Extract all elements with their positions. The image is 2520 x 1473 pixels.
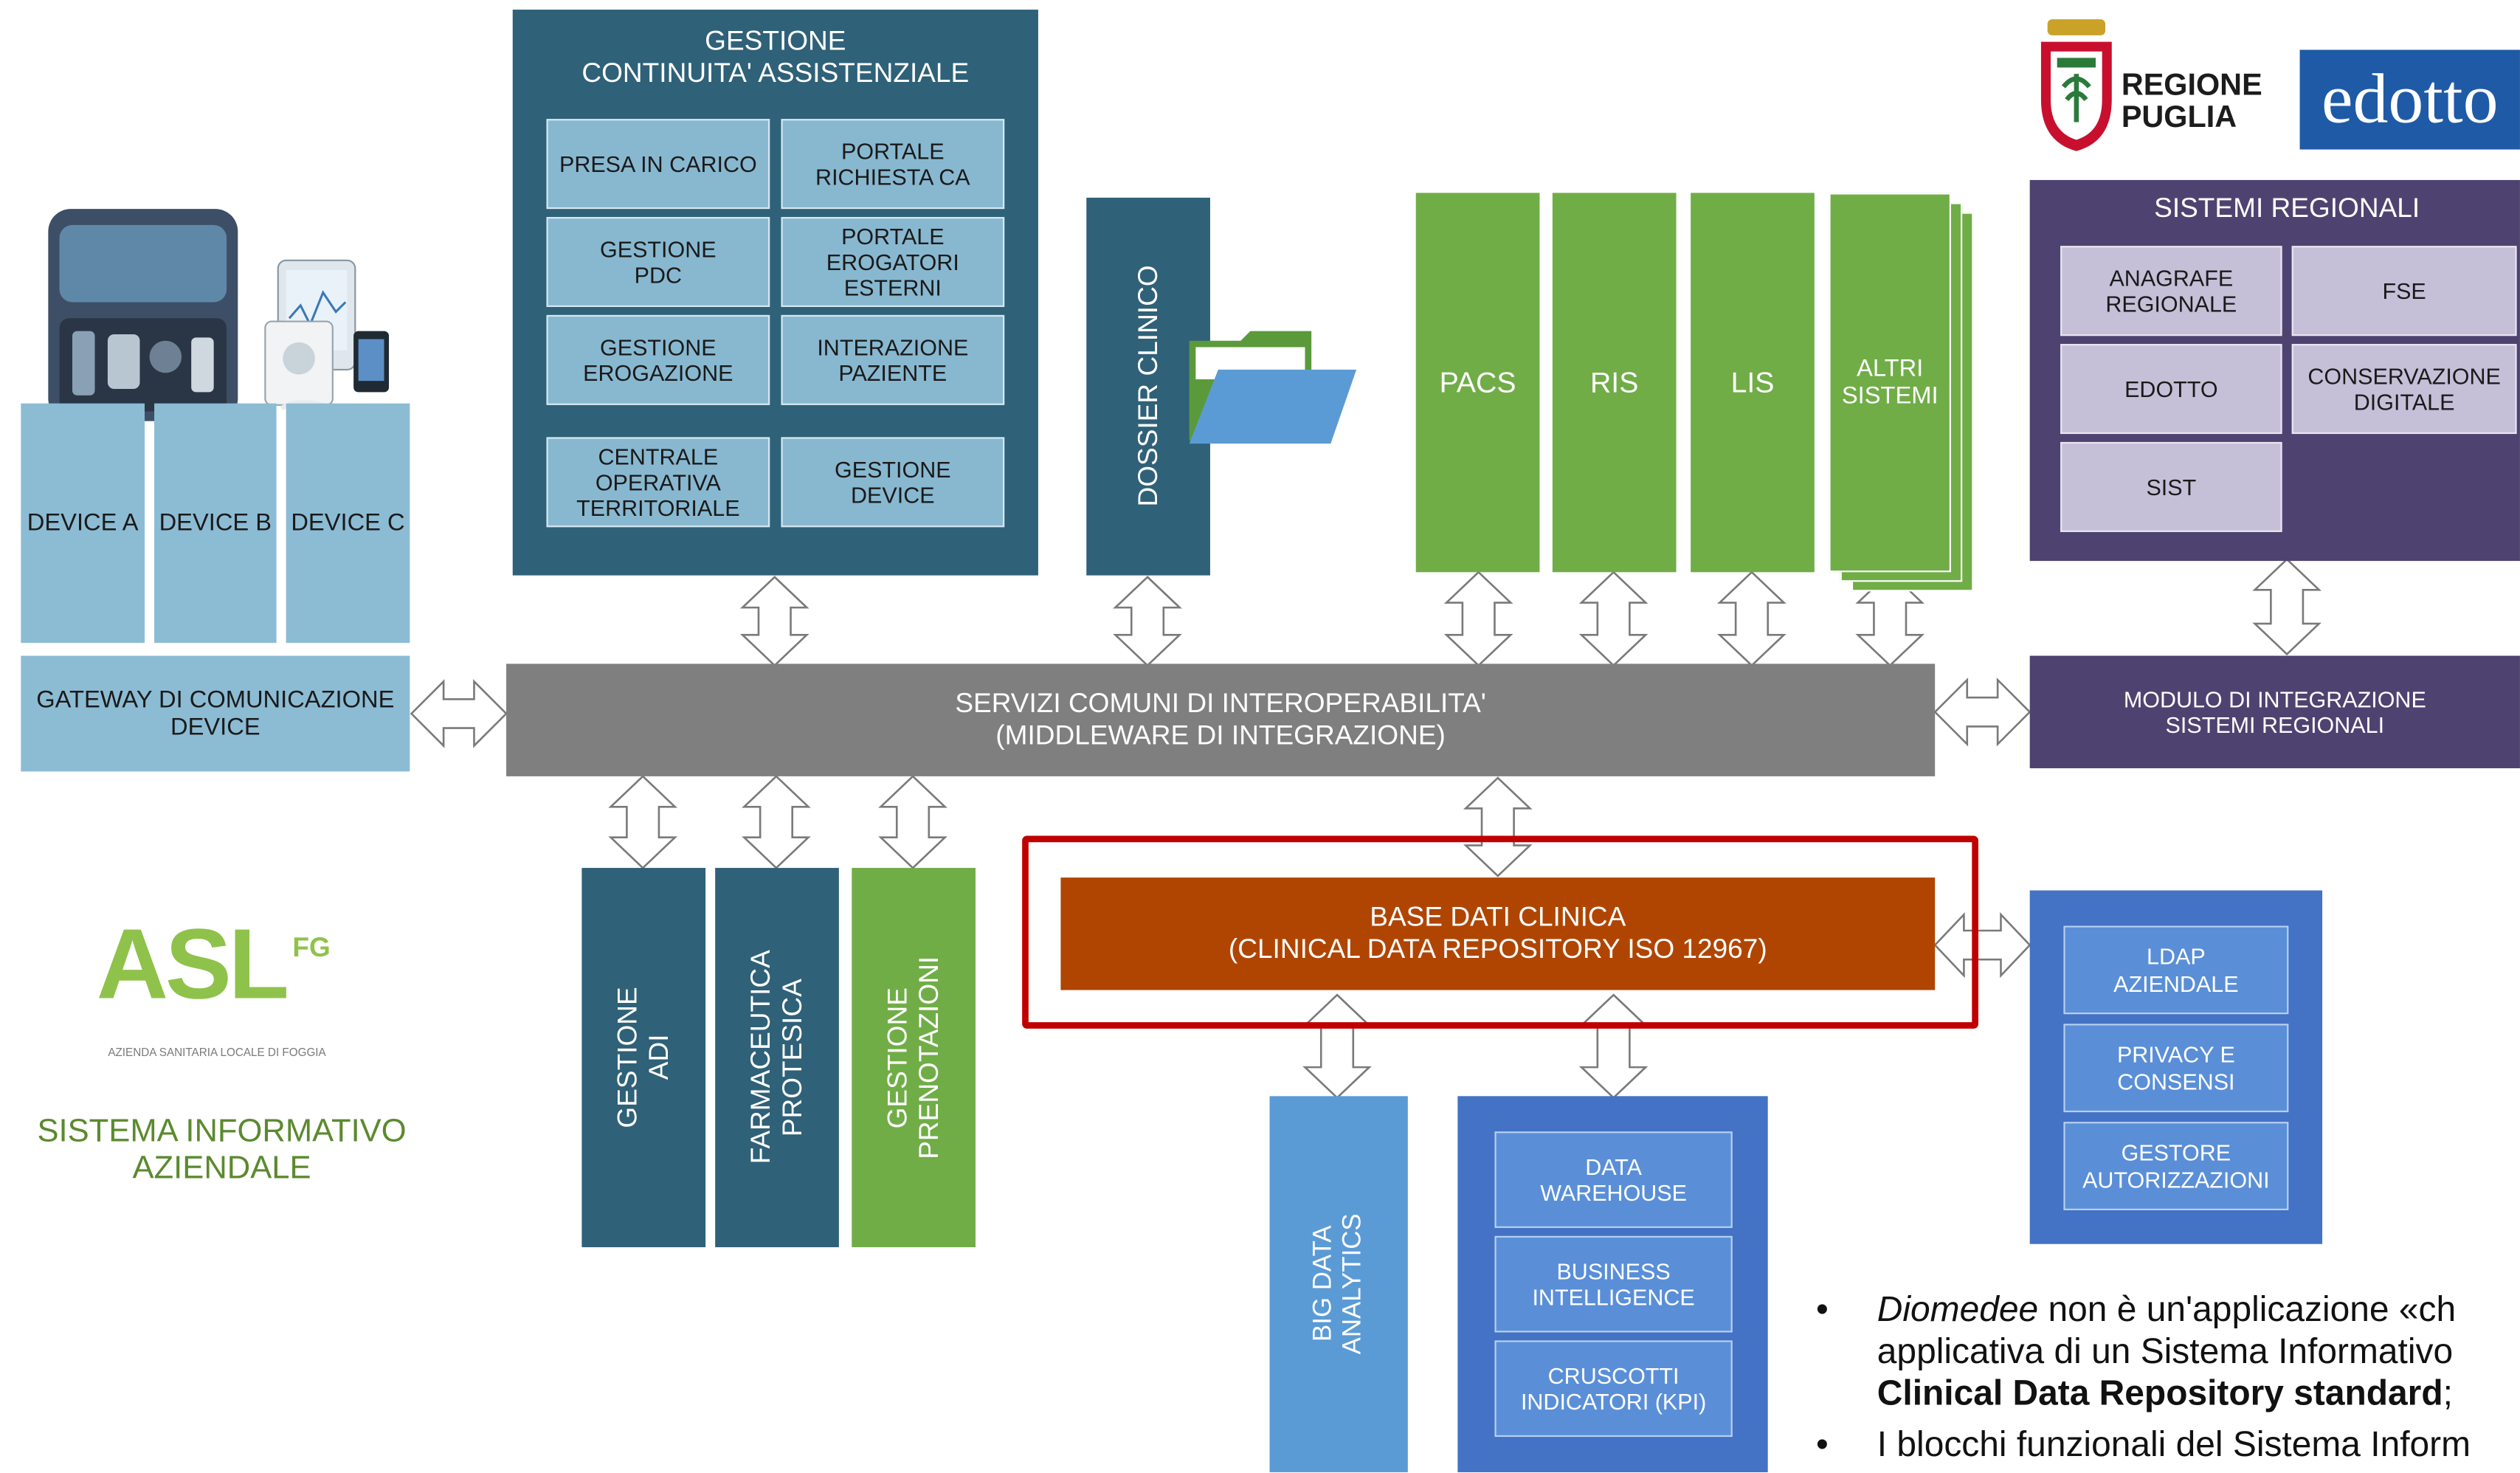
bullet-dot: • xyxy=(1816,1289,1829,1330)
continuita-item-portale-erogatori: PORTALE EROGATORI ESTERNI xyxy=(781,217,1005,307)
arrow-gateway-middleware xyxy=(410,679,508,748)
analytics-item-cruscotti: CRUSCOTTI INDICATORI (KPI) xyxy=(1494,1340,1733,1438)
continuita-item-centrale-operativa: CENTRALE OPERATIVA TERRITORIALE xyxy=(546,437,770,528)
device-a-box: DEVICE A xyxy=(21,403,145,644)
gestione-adi-box: GESTIONE ADI xyxy=(581,868,706,1248)
farmaceutica-protesica-label: FARMACEUTICA PROTESICA xyxy=(745,951,808,1165)
arrow-middleware-cdr xyxy=(1463,776,1533,877)
lis-box: LIS xyxy=(1691,193,1815,573)
continuita-title: GESTIONE CONTINUITA' ASSISTENZIALE xyxy=(581,26,970,89)
asl-fg-superscript: FG xyxy=(292,932,331,963)
edotto-logo: edotto xyxy=(2299,49,2520,150)
continuita-item-portale-richiesta: PORTALE RICHIESTA CA xyxy=(781,119,1005,210)
sistemi-regionali-title: SISTEMI REGIONALI xyxy=(2154,193,2420,224)
bullet-1-line2: applicativa di un Sistema Informativo xyxy=(1877,1331,2454,1371)
arrow-continuita-middleware xyxy=(739,576,809,667)
continuita-panel: GESTIONE CONTINUITA' ASSISTENZIALE PRESA… xyxy=(512,10,1038,576)
regione-puglia-crest-icon xyxy=(2040,19,2112,151)
bullet-1-tail: ; xyxy=(2443,1372,2453,1413)
ris-label: RIS xyxy=(1589,365,1639,399)
device-b-label: DEVICE B xyxy=(159,509,272,537)
continuita-item-presa-in-carico: PRESA IN CARICO xyxy=(546,119,770,210)
bullet-2-text: I blocchi funzionali del Sistema Inform xyxy=(1877,1424,2471,1465)
regionali-item-edotto: EDOTTO xyxy=(2060,344,2282,435)
security-item-ldap: LDAP AZIENDALE xyxy=(2063,925,2289,1015)
continuita-item-gestione-device: GESTIONE DEVICE xyxy=(781,437,1005,528)
arrow-dossier-middleware xyxy=(1113,576,1182,667)
regionali-item-sist: SIST xyxy=(2060,441,2282,532)
bullet-list: • Diomedee non è un'applicazione «ch app… xyxy=(1816,1289,2520,1472)
regione-puglia-wordmark: REGIONE PUGLIA xyxy=(2121,69,2262,135)
device-c-box: DEVICE C xyxy=(286,403,410,644)
middleware-bar: SERVIZI COMUNI DI INTEROPERABILITA' (MID… xyxy=(506,663,1936,776)
pacs-box: PACS xyxy=(1415,193,1540,573)
gestione-adi-label: GESTIONE ADI xyxy=(612,987,674,1128)
arrow-middleware-adi xyxy=(608,775,677,869)
bullet-dot: • xyxy=(1816,1424,1829,1465)
security-panel: LDAP AZIENDALE PRIVACY E CONSENSI GESTOR… xyxy=(2029,890,2323,1244)
device-c-label: DEVICE C xyxy=(291,509,405,537)
altri-sistemi-label: ALTRI SISTEMI xyxy=(1841,354,1939,410)
arrow-lis-middleware xyxy=(1717,570,1787,667)
arrow-pacs-middleware xyxy=(1443,570,1513,667)
bullet-1-rest: non è un'applicazione «ch xyxy=(2038,1289,2457,1330)
altri-sistemi-box: ALTRI SISTEMI xyxy=(1829,193,1951,573)
bullet-1-bold: Clinical Data Repository standard xyxy=(1877,1372,2443,1413)
asl-fg-logo: ASL FG xyxy=(96,909,353,1044)
arrow-ris-middleware xyxy=(1578,570,1649,667)
regionali-item-fse: FSE xyxy=(2291,246,2517,337)
continuita-item-gestione-pdc: GESTIONE PDC xyxy=(546,217,770,307)
continuita-item-interazione-paziente: INTERAZIONE PAZIENTE xyxy=(781,314,1005,405)
device-a-label: DEVICE A xyxy=(27,509,139,537)
sistemi-regionali-panel: SISTEMI REGIONALI ANAGRAFE REGIONALE FSE… xyxy=(2029,179,2520,562)
bullet-item-1: • Diomedee non è un'applicazione «ch app… xyxy=(1816,1289,2520,1415)
analytics-item-business-intelligence: BUSINESS INTELLIGENCE xyxy=(1494,1235,1733,1333)
asl-caption: AZIENDA SANITARIA LOCALE DI FOGGIA xyxy=(108,1047,326,1060)
arrow-middleware-module xyxy=(1933,677,2031,747)
bullet-1-italic: Diomedee xyxy=(1877,1289,2039,1330)
security-item-privacy: PRIVACY E CONSENSI xyxy=(2063,1024,2289,1113)
security-item-gestore: GESTORE AUTORIZZAZIONI xyxy=(2063,1122,2289,1210)
analytics-panel: DATA WAREHOUSE BUSINESS INTELLIGENCE CRU… xyxy=(1457,1096,1768,1472)
gateway-box: GATEWAY DI COMUNICAZIONE DEVICE xyxy=(21,655,410,772)
pacs-label: PACS xyxy=(1439,365,1516,399)
gestione-prenotazioni-box: GESTIONE PRENOTAZIONI xyxy=(852,868,976,1248)
continuita-item-gestione-erogazione: GESTIONE EROGAZIONE xyxy=(546,314,770,405)
modulo-integrazione-label: MODULO DI INTEGRAZIONE SISTEMI REGIONALI xyxy=(2123,686,2426,738)
cdr-highlight-outline xyxy=(1022,835,1978,1029)
ris-box: RIS xyxy=(1552,193,1677,573)
bullet-item-2: • I blocchi funzionali del Sistema Infor… xyxy=(1816,1424,2520,1466)
lis-label: LIS xyxy=(1730,365,1775,399)
analytics-item-data-warehouse: DATA WAREHOUSE xyxy=(1494,1131,1733,1228)
middleware-label: SERVIZI COMUNI DI INTEROPERABILITA' (MID… xyxy=(955,689,1486,751)
arrow-regionali-module xyxy=(2252,558,2321,656)
gateway-label: GATEWAY DI COMUNICAZIONE DEVICE xyxy=(36,686,395,742)
big-data-analytics-box: BIG DATA ANALYTICS xyxy=(1269,1096,1408,1472)
folder-icon xyxy=(1189,331,1357,444)
arrow-middleware-farmaceutica xyxy=(742,775,811,869)
sistema-informativo-label: SISTEMA INFORMATIVO AZIENDALE xyxy=(37,1114,407,1187)
cdr-label: BASE DATI CLINICA (CLINICAL DATA REPOSIT… xyxy=(1228,902,1767,965)
edotto-wordmark: edotto xyxy=(2321,58,2499,138)
regionali-item-anagrafe: ANAGRAFE REGIONALE xyxy=(2060,246,2282,337)
asl-wordmark: ASL xyxy=(96,909,289,1021)
device-kit-image xyxy=(48,209,390,421)
gestione-prenotazioni-label: GESTIONE PRENOTAZIONI xyxy=(882,956,945,1159)
big-data-analytics-label: BIG DATA ANALYTICS xyxy=(1309,1213,1367,1355)
device-b-box: DEVICE B xyxy=(154,403,277,644)
dossier-clinico-label: DOSSIER CLINICO xyxy=(1132,266,1164,508)
regionali-item-conservazione: CONSERVAZIONE DIGITALE xyxy=(2291,344,2517,435)
arrow-middleware-prenotazioni xyxy=(878,775,947,869)
cdr-box: BASE DATI CLINICA (CLINICAL DATA REPOSIT… xyxy=(1060,877,1936,990)
farmaceutica-protesica-box: FARMACEUTICA PROTESICA xyxy=(715,868,839,1248)
modulo-integrazione-box: MODULO DI INTEGRAZIONE SISTEMI REGIONALI xyxy=(2029,655,2520,769)
